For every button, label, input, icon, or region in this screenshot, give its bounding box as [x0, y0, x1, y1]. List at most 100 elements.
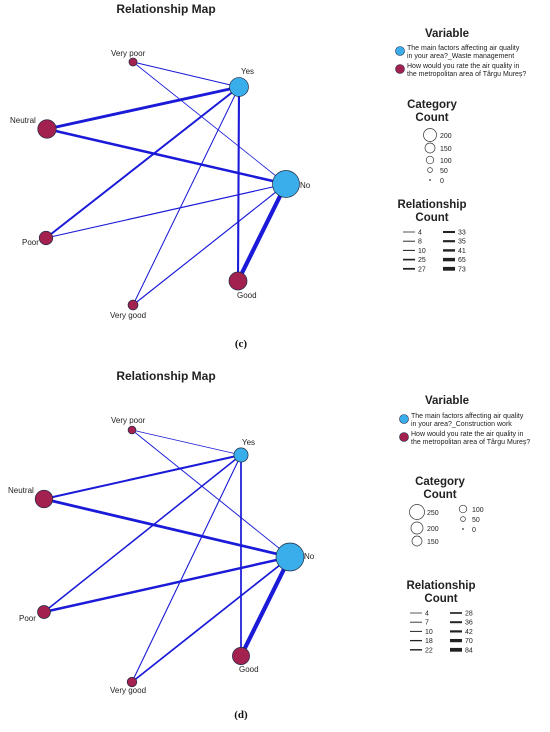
- edge-poor-no: [42, 555, 292, 614]
- node-label-neutral: Neutral: [10, 116, 36, 125]
- legend-size-circle: [458, 504, 468, 514]
- legend-category-title-1: Category: [415, 476, 465, 488]
- legend-size-circle: [424, 142, 436, 154]
- node-label-yes: Yes: [242, 438, 255, 447]
- legend-relationship-title-1: Relationship: [397, 199, 466, 211]
- legend-factor-line-1: The main factors affecting air quality: [407, 45, 520, 52]
- legend-relationship-value: 10: [425, 629, 433, 636]
- node-label-very-poor: Very poor: [111, 416, 146, 425]
- node-label-poor: Poor: [22, 238, 39, 247]
- legend-size-value: 100: [440, 158, 452, 165]
- edge-neutral-no: [45, 127, 288, 186]
- panel-d-edges: [42, 429, 293, 683]
- legend-size-circle: [411, 535, 423, 547]
- node-good: [228, 271, 248, 291]
- panel-d-nodes: [34, 425, 305, 688]
- edge-very-poor-yes: [132, 61, 240, 88]
- legend-size-circle: [460, 516, 466, 522]
- legend-factor-line-2: in your area?_Waste management: [407, 53, 514, 60]
- legend-size-circle: [425, 155, 435, 165]
- legend-factor-line-1: The main factors affecting air quality: [411, 413, 524, 420]
- legend-relationship-value: 33: [458, 230, 466, 237]
- panel-d-title: Relationship Map: [116, 369, 215, 383]
- legend-rating-swatch: [399, 432, 409, 442]
- legend-factor-swatch: [395, 46, 405, 56]
- legend-rating-line-1: How would you rate the air quality in: [407, 63, 520, 70]
- legend-relationship-title-1: Relationship: [406, 580, 475, 592]
- edge-very-good-no: [132, 183, 287, 306]
- node-label-yes: Yes: [241, 67, 254, 76]
- node-label-good: Good: [239, 665, 259, 674]
- edge-neutral-yes: [42, 453, 243, 501]
- edge-poor-yes: [43, 454, 242, 613]
- legend-rating-line-1: How would you rate the air quality in: [411, 431, 524, 438]
- edge-good-yes: [236, 85, 241, 283]
- legend-category-title-1: Category: [407, 99, 457, 111]
- node-no: [275, 542, 305, 572]
- legend-relationship-value: 36: [465, 620, 473, 627]
- panel-c-legend: Variable The main factors affecting air …: [395, 28, 526, 273]
- panel-c-labels: Very poor Yes Neutral No Poor Good Very …: [10, 49, 311, 320]
- panel-c-edges: [45, 61, 289, 306]
- panel-c: Relationship Map Very poor Yes Neutral N…: [10, 2, 526, 350]
- legend-relationship-value: 4: [425, 611, 429, 618]
- legend-size-circle: [462, 528, 464, 530]
- legend-relationship-value: 22: [425, 647, 433, 654]
- legend-relationship-value: 84: [465, 647, 473, 654]
- edge-neutral-no: [42, 497, 292, 559]
- node-poor: [37, 605, 51, 619]
- legend-relationship-title-2: Count: [415, 212, 448, 224]
- node-label-very-good: Very good: [110, 311, 146, 320]
- legend-relationship-title-2: Count: [424, 593, 457, 605]
- legend-category-title-2: Count: [423, 489, 456, 501]
- legend-relationship-value: 35: [458, 239, 466, 246]
- panel-d: Relationship Map Very poor Yes Neutral N…: [8, 369, 530, 721]
- node-label-very-good: Very good: [110, 686, 146, 695]
- legend-size-circle: [427, 167, 433, 173]
- edge-neutral-yes: [45, 85, 241, 131]
- node-yes: [229, 77, 249, 97]
- legend-size-value: 150: [440, 146, 452, 153]
- legend-relationship-value: 8: [418, 239, 422, 246]
- legend-size-value: 200: [427, 526, 439, 533]
- legend-size-value: 0: [440, 178, 444, 185]
- node-poor: [38, 230, 54, 246]
- node-yes: [233, 447, 249, 463]
- legend-relationship-value: 73: [458, 266, 466, 273]
- legend-relationship-value: 4: [418, 230, 422, 237]
- legend-relationship-value: 42: [465, 629, 473, 636]
- legend-relationship-value: 25: [418, 257, 426, 264]
- panel-d-caption: (d): [234, 709, 248, 721]
- legend-rating-swatch: [395, 64, 405, 74]
- node-very-good: [126, 676, 138, 688]
- legend-relationship-value: 70: [465, 638, 473, 645]
- node-neutral: [37, 119, 57, 139]
- legend-size-value: 200: [440, 133, 452, 140]
- panel-c-title: Relationship Map: [116, 2, 215, 16]
- legend-size-circle: [409, 504, 425, 520]
- legend-relationship-value: 65: [458, 257, 466, 264]
- legend-relationship-value: 28: [465, 611, 473, 618]
- legend-size-value: 50: [440, 168, 448, 175]
- edge-very-poor-no: [131, 429, 291, 558]
- edge-poor-yes: [45, 86, 240, 239]
- legend-size-value: 100: [472, 507, 484, 514]
- edge-good-no: [235, 181, 289, 284]
- edge-very-poor-yes: [131, 429, 242, 456]
- edge-good-no: [238, 554, 293, 659]
- legend-size-value: 250: [427, 510, 439, 517]
- node-very-poor: [127, 425, 137, 435]
- node-label-poor: Poor: [19, 614, 36, 623]
- node-label-no: No: [304, 552, 315, 561]
- legend-rating-line-2: the metropolitan area of Târgu Mureș?: [411, 439, 530, 446]
- legend-factor-line-2: in your area?_Construction work: [411, 421, 512, 428]
- panel-c-caption: (c): [235, 338, 248, 350]
- legend-size-value: 0: [472, 527, 476, 534]
- node-label-neutral: Neutral: [8, 486, 34, 495]
- legend-size-circle: [410, 521, 424, 535]
- edge-very-good-no: [131, 556, 291, 683]
- legend-relationship-value: 41: [458, 248, 466, 255]
- legend-size-circle: [429, 179, 431, 181]
